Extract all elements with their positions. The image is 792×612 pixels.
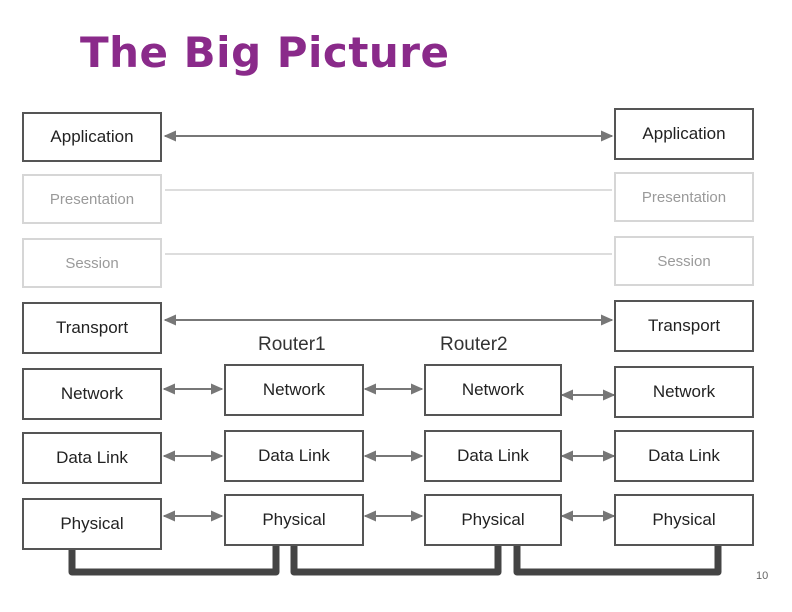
left-presentation-layer: Presentation xyxy=(22,174,162,224)
cable-2 xyxy=(290,540,502,576)
router1-physical-layer: Physical xyxy=(224,494,364,546)
right-physical-layer: Physical xyxy=(614,494,754,546)
left-application-layer: Application xyxy=(22,112,162,162)
right-datalink-layer: Data Link xyxy=(614,430,754,482)
left-physical-layer: Physical xyxy=(22,498,162,550)
left-session-layer: Session xyxy=(22,238,162,288)
cable-3 xyxy=(513,540,722,576)
router2-datalink-layer: Data Link xyxy=(424,430,562,482)
left-transport-layer: Transport xyxy=(22,302,162,354)
right-session-layer: Session xyxy=(614,236,754,286)
router2-label: Router2 xyxy=(440,334,508,355)
right-transport-layer: Transport xyxy=(614,300,754,352)
page-title: The Big Picture xyxy=(80,28,450,77)
right-application-layer: Application xyxy=(614,108,754,160)
page-number: 10 xyxy=(756,570,769,582)
left-network-layer: Network xyxy=(22,368,162,420)
right-network-layer: Network xyxy=(614,366,754,418)
router1-label: Router1 xyxy=(258,334,326,355)
router2-physical-layer: Physical xyxy=(424,494,562,546)
router1-datalink-layer: Data Link xyxy=(224,430,364,482)
right-presentation-layer: Presentation xyxy=(614,172,754,222)
router1-network-layer: Network xyxy=(224,364,364,416)
router2-network-layer: Network xyxy=(424,364,562,416)
cable-1 xyxy=(68,540,280,576)
left-datalink-layer: Data Link xyxy=(22,432,162,484)
